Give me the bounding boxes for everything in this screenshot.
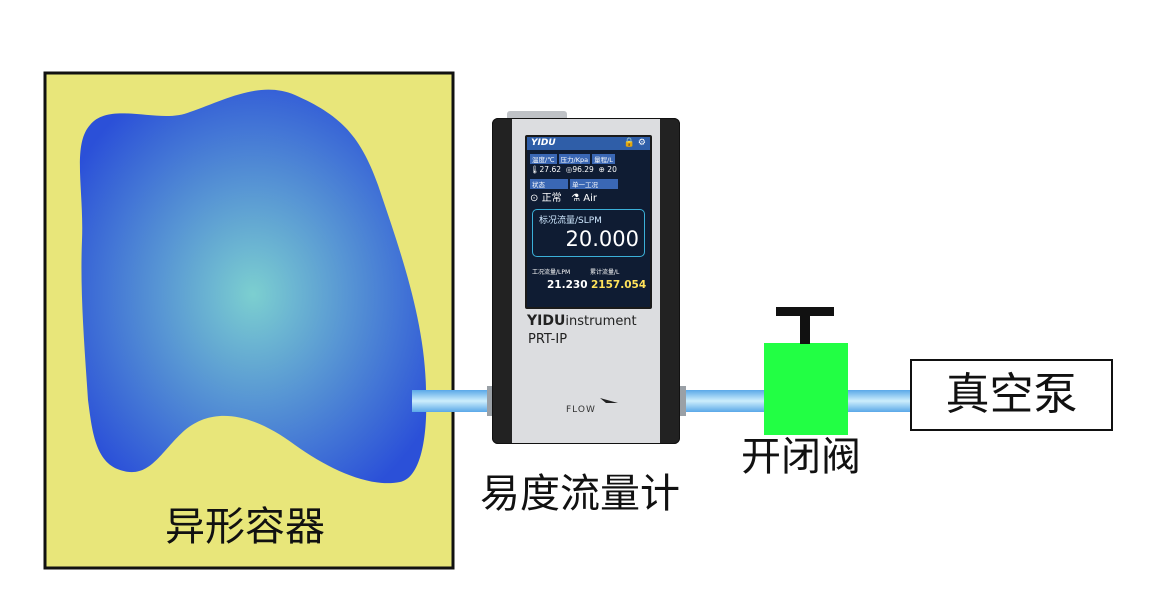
gas-value: Air bbox=[583, 193, 598, 204]
std-flow-label: 标况流量/SLPM bbox=[539, 216, 602, 226]
device-brand: YIDUinstrument bbox=[527, 313, 637, 329]
pressure-header: 压力/Kpa bbox=[558, 154, 591, 164]
vacuum-pump-box: 真空泵 bbox=[910, 359, 1113, 431]
device-model: PRT-IP bbox=[528, 332, 568, 347]
temp-value: 27.62 bbox=[539, 165, 562, 174]
flowmeter-label: 易度流量计 bbox=[480, 471, 680, 517]
container-label: 异形容器 bbox=[165, 504, 325, 550]
brand-bold: YIDU bbox=[527, 313, 566, 329]
valve-body bbox=[764, 343, 848, 435]
flow-arrow-icon bbox=[562, 398, 618, 403]
irregular-vessel-shape bbox=[79, 89, 427, 484]
std-flow-value: 20.000 bbox=[565, 227, 639, 251]
screen-header-bar bbox=[527, 137, 650, 150]
pressure-icon: ◎ bbox=[565, 165, 573, 174]
flask-icon: ⚗ bbox=[571, 193, 581, 204]
pipe-valve-to-pump bbox=[846, 390, 912, 412]
meter-outlet-fitting bbox=[677, 386, 686, 416]
lock-gear-icons: 🔒 ⚙ bbox=[623, 138, 646, 148]
valve-stem bbox=[800, 314, 810, 344]
thermometer-icon: 🌡 bbox=[530, 165, 540, 174]
work-flow-value: 21.230 bbox=[547, 279, 588, 291]
temp-header: 温度/℃ bbox=[530, 154, 557, 164]
screen-status-header: 状态单一工况 bbox=[530, 179, 620, 189]
pump-label: 真空泵 bbox=[945, 369, 1078, 420]
mode-label: 单一工况 bbox=[570, 179, 618, 189]
screen-status-row: ⊙ 正常 ⚗ Air bbox=[530, 189, 597, 204]
check-circle-icon: ⊙ bbox=[530, 193, 539, 204]
std-flow-panel: 标况流量/SLPM 20.000 bbox=[532, 209, 645, 257]
status-label: 状态 bbox=[530, 179, 568, 189]
total-flow-label: 累计流量/L bbox=[590, 269, 620, 276]
pressure-value: 96.29 bbox=[572, 165, 594, 174]
range-value: 20 bbox=[607, 165, 617, 174]
total-flow-value: 2157.054 bbox=[591, 279, 647, 291]
brand-rest: instrument bbox=[565, 314, 637, 329]
range-icon: ⊕ bbox=[598, 165, 605, 174]
work-flow-label: 工况流量/LPM bbox=[532, 269, 571, 276]
meter-inlet-fitting bbox=[487, 386, 496, 416]
range-header: 量程/L bbox=[592, 154, 615, 164]
pipe-container-to-meter bbox=[412, 390, 496, 412]
pipe-meter-to-valve bbox=[678, 390, 764, 412]
valve-handle-bar bbox=[776, 307, 834, 316]
valve-label: 开闭阀 bbox=[741, 434, 861, 480]
screen-logo: YIDU bbox=[531, 138, 556, 148]
meter-connector-top bbox=[507, 111, 567, 121]
screen-values-row: 🌡27.62 ◎96.29 ⊕ 20 bbox=[530, 165, 617, 174]
flow-mark: FLOW bbox=[566, 405, 596, 415]
status-value: 正常 bbox=[541, 193, 562, 204]
